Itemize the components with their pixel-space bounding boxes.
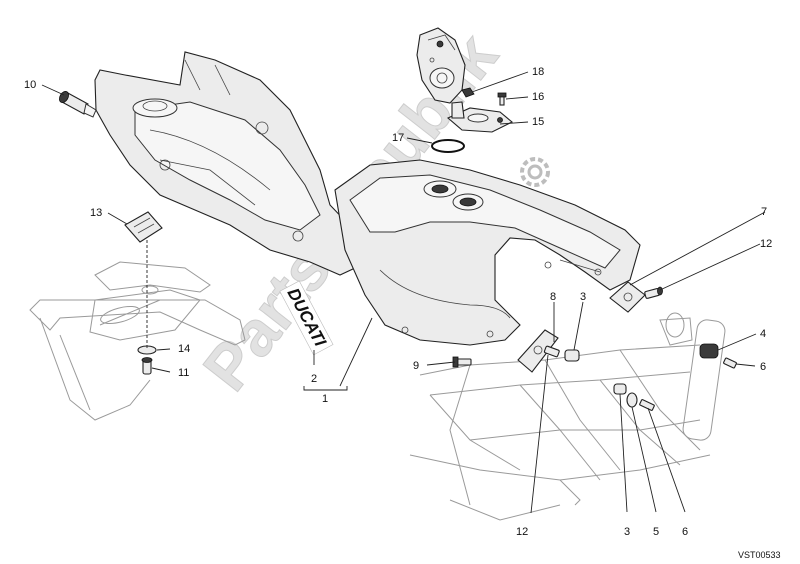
- callout-10: 10: [24, 79, 36, 91]
- part-13-pad: [124, 211, 163, 243]
- callout-16: 16: [532, 91, 544, 103]
- callout-3-lower: 3: [624, 526, 630, 538]
- callout-1: 1: [322, 393, 328, 405]
- callout-7: 7: [761, 206, 767, 218]
- diagram-reference: VST00533: [738, 550, 781, 560]
- part-12-bolt-right: [644, 286, 663, 299]
- callout-17: 17: [392, 132, 404, 144]
- part-9-screw: [452, 356, 472, 368]
- fuel-tank: [334, 159, 641, 346]
- part-16-screw: [497, 92, 507, 106]
- callout-labels: 10 13 14 11 18 16 15 17 7 12 4 6 9 8 3 1…: [24, 66, 772, 538]
- part-18-nut: [461, 87, 475, 98]
- part-5-washer: [626, 392, 638, 408]
- part-8-plate: [517, 329, 559, 373]
- callout-6-upper: 6: [760, 361, 766, 373]
- part-12-bolt-lower: [543, 345, 560, 358]
- part-11-bolt: [141, 357, 153, 375]
- gear-logo-icon: [520, 157, 550, 187]
- callout-9: 9: [413, 360, 419, 372]
- callout-14: 14: [178, 343, 190, 355]
- motorcycle-frame: [29, 261, 726, 521]
- leader-lines: [41, 71, 766, 514]
- part-3-spacer-upper: [564, 349, 580, 362]
- callout-11: 11: [178, 367, 189, 379]
- callout-15: 15: [532, 116, 544, 128]
- part-15-flange: [446, 101, 513, 133]
- callout-2: 2: [311, 373, 317, 385]
- callout-6-lower: 6: [682, 526, 688, 538]
- part-17-o-ring: [431, 139, 465, 153]
- callout-12-right: 12: [760, 238, 772, 250]
- callout-4: 4: [760, 328, 766, 340]
- fuel-cap-assembly: [416, 27, 466, 104]
- callout-18: 18: [532, 66, 544, 78]
- seat-cover-panel: [94, 51, 356, 276]
- callout-8: 8: [550, 291, 556, 303]
- callout-13: 13: [90, 207, 102, 219]
- part-10-grommet: [59, 91, 97, 118]
- part-4-rubber-mount: [699, 343, 719, 359]
- part-6-screw-lower: [639, 399, 655, 411]
- part-3-spacer-lower: [613, 383, 627, 395]
- callout-5: 5: [653, 526, 659, 538]
- callout-3-upper: 3: [580, 291, 586, 303]
- part-6-screw-upper: [723, 357, 737, 369]
- callout-12-lower: 12: [516, 526, 528, 538]
